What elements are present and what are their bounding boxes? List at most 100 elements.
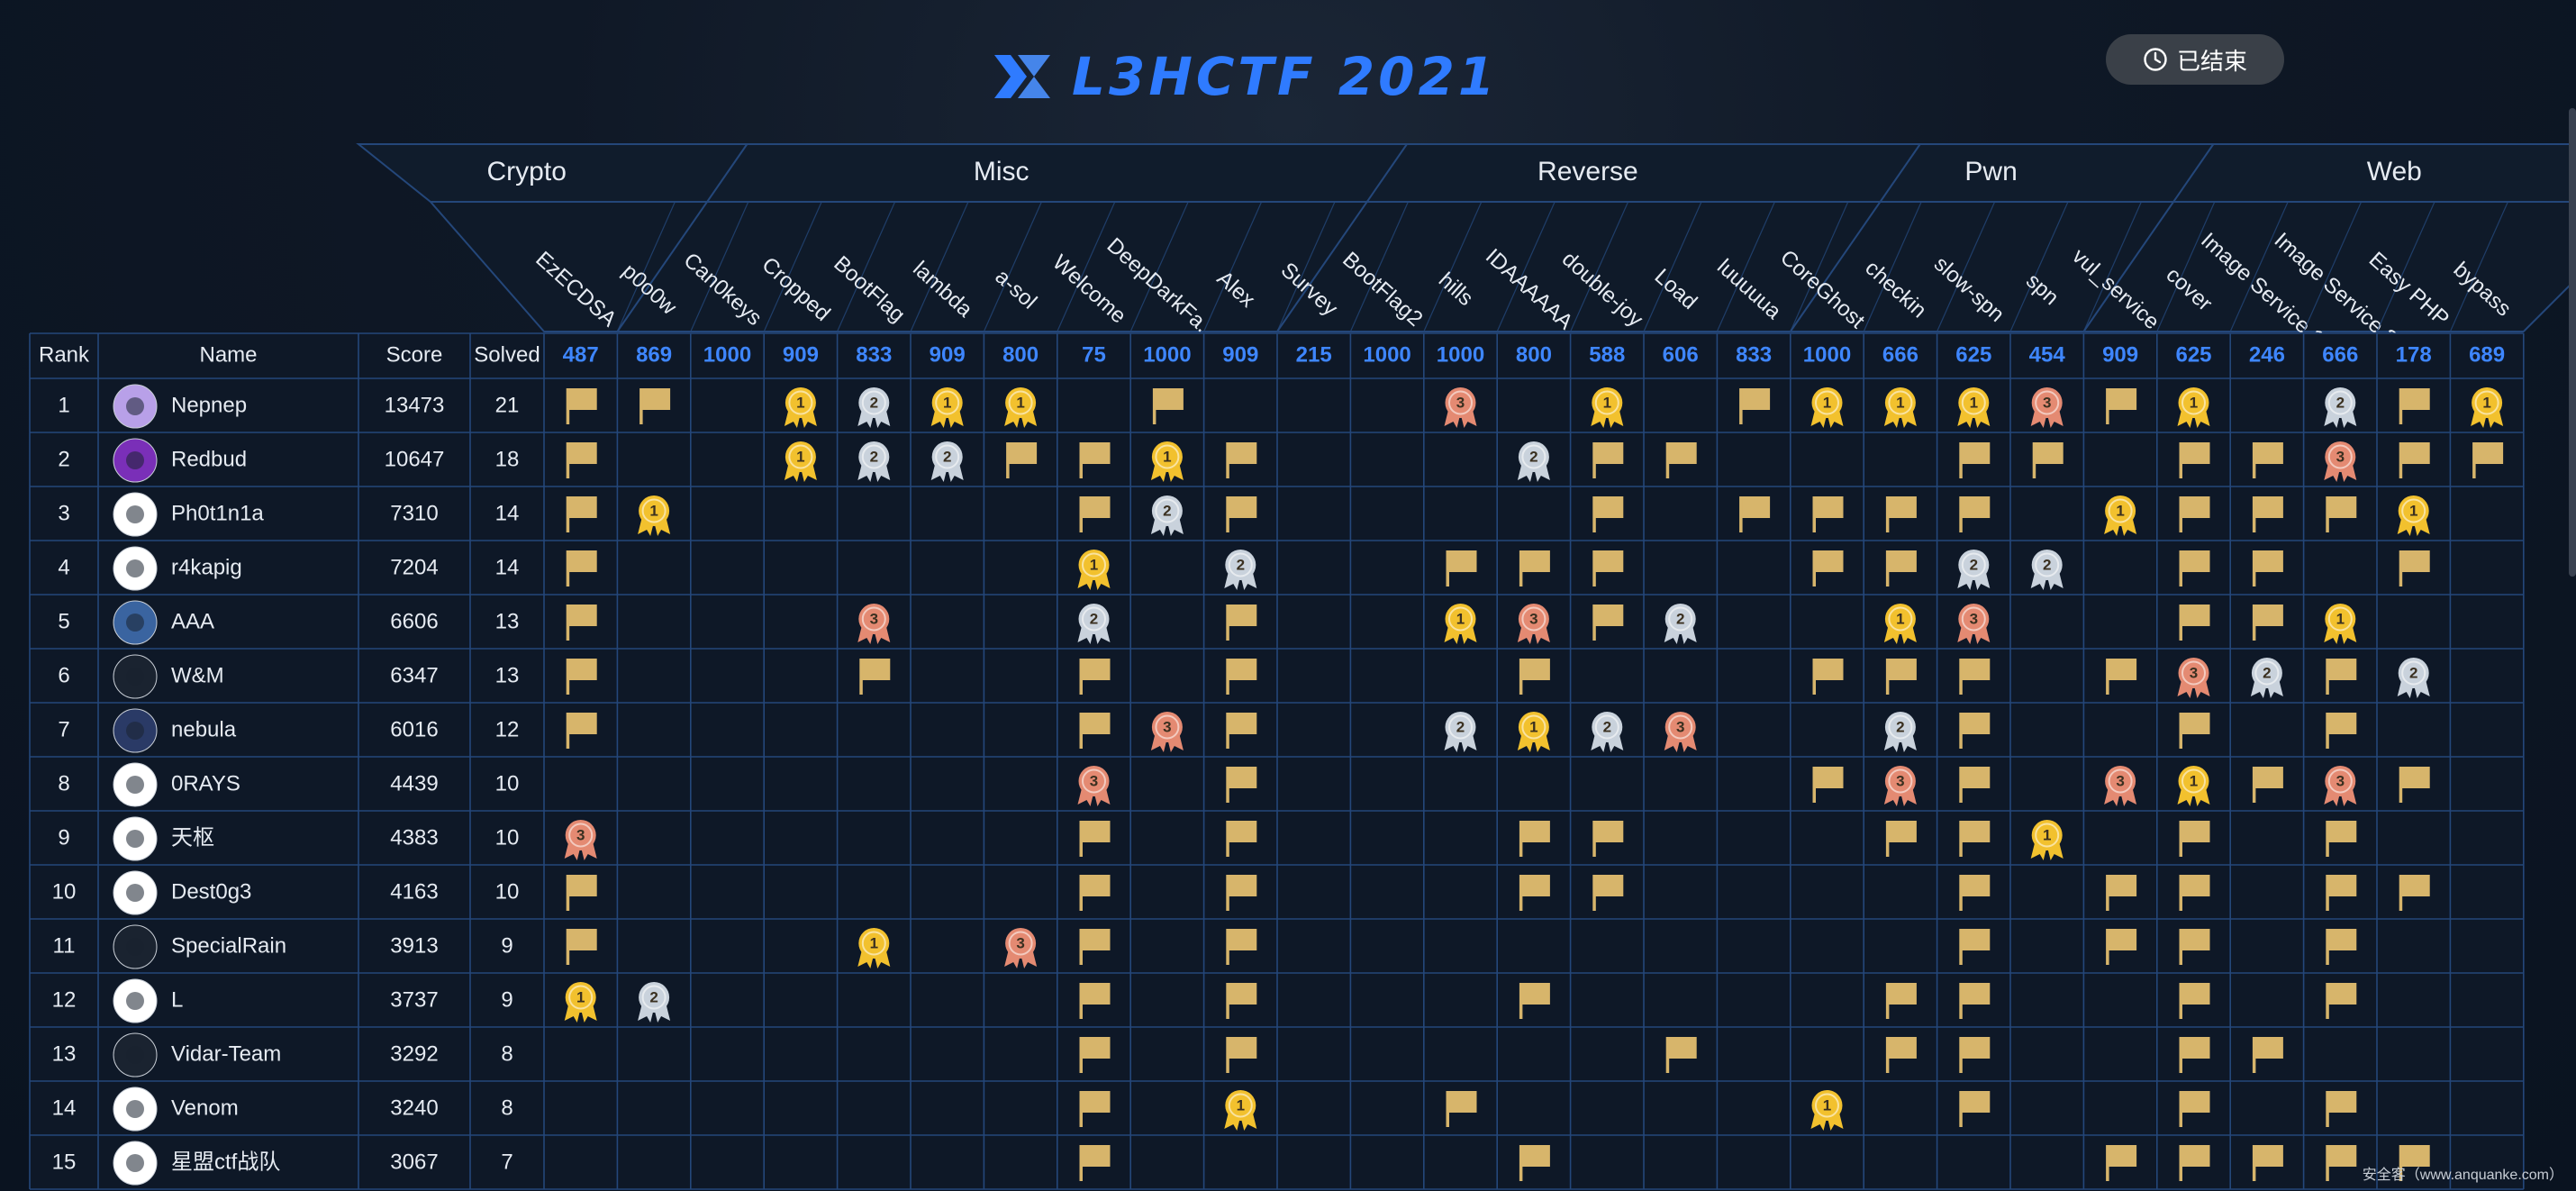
svg-text:1: 1 — [1529, 718, 1537, 735]
flag-icon — [1079, 1037, 1111, 1073]
svg-text:1: 1 — [796, 394, 804, 411]
team-rank: 5 — [58, 609, 69, 633]
medal-1-icon: 1 — [564, 982, 597, 1023]
flag-icon — [566, 496, 597, 532]
flag-icon — [1226, 767, 1257, 803]
svg-text:3: 3 — [1676, 718, 1684, 735]
svg-text:2: 2 — [2336, 394, 2345, 411]
status-button[interactable]: 已结束 — [2106, 34, 2284, 85]
challenge-divider — [763, 201, 822, 332]
flag-icon — [2252, 767, 2283, 803]
flag-icon — [1152, 388, 1184, 424]
flag-icon — [2179, 1145, 2210, 1181]
team-avatar — [113, 600, 158, 645]
svg-text:1: 1 — [2482, 394, 2490, 411]
team-avatar — [113, 870, 158, 915]
flag-icon — [1226, 983, 1257, 1019]
challenge-points: 75 — [1082, 342, 1106, 367]
challenge-points: 1000 — [1143, 342, 1191, 367]
flag-icon — [566, 713, 597, 749]
svg-text:3: 3 — [2116, 772, 2124, 789]
medal-1-icon: 1 — [2177, 387, 2210, 428]
flag-icon — [2399, 875, 2430, 911]
flag-icon — [1959, 659, 1991, 695]
challenge-points: 833 — [856, 342, 892, 367]
flag-icon — [1592, 821, 1624, 857]
svg-text:1: 1 — [2116, 502, 2124, 519]
team-solved: 14 — [495, 555, 520, 579]
team-rank: 15 — [52, 1150, 77, 1174]
flag-icon — [2106, 388, 2137, 424]
challenge-points: 666 — [2322, 342, 2358, 367]
challenge-divider — [1349, 201, 1409, 332]
team-rank: 9 — [58, 825, 69, 850]
flag-icon — [2326, 875, 2357, 911]
medal-3-icon: 3 — [1444, 387, 1477, 428]
team-rank: 3 — [58, 501, 69, 525]
team-avatar — [113, 654, 158, 699]
svg-text:1: 1 — [870, 934, 878, 951]
category-label-misc: Misc — [974, 157, 1029, 186]
flag-icon — [2326, 821, 2357, 857]
svg-text:1: 1 — [2336, 610, 2345, 627]
team-solved: 8 — [501, 1096, 512, 1120]
flag-icon — [2326, 983, 2357, 1019]
medal-2-icon: 2 — [2324, 387, 2357, 428]
svg-text:1: 1 — [1237, 1096, 1245, 1114]
flag-icon — [2326, 713, 2357, 749]
medal-3-icon: 3 — [2324, 766, 2357, 806]
flag-icon — [2179, 713, 2210, 749]
flag-icon — [2032, 442, 2064, 478]
category-label-pwn: Pwn — [1964, 157, 2017, 186]
challenge-points: 625 — [2175, 342, 2211, 367]
team-name: 0RAYS — [171, 771, 240, 796]
challenge-divider — [1276, 201, 1336, 332]
svg-text:3: 3 — [1090, 772, 1098, 789]
challenge-points: 215 — [1296, 342, 1332, 367]
x-logo-icon — [994, 55, 1050, 98]
flag-icon — [2179, 605, 2210, 641]
team-solved: 21 — [495, 393, 520, 417]
scrollbar[interactable] — [2569, 108, 2576, 577]
svg-text:1: 1 — [1896, 394, 1904, 411]
team-score: 4163 — [390, 879, 438, 904]
svg-text:2: 2 — [1456, 718, 1465, 735]
team-rank: 1 — [58, 393, 69, 417]
svg-text:2: 2 — [1676, 610, 1684, 627]
svg-text:3: 3 — [2043, 394, 2051, 411]
challenge-divider — [2082, 201, 2142, 332]
flag-icon — [1519, 875, 1550, 911]
flag-icon — [1959, 929, 1991, 965]
team-solved: 13 — [495, 609, 520, 633]
svg-text:1: 1 — [796, 448, 804, 465]
svg-text:1: 1 — [1896, 610, 1904, 627]
challenge-divider — [1643, 201, 1702, 332]
flag-icon — [2472, 442, 2504, 478]
flag-icon — [1226, 875, 1257, 911]
svg-text:3: 3 — [1016, 934, 1024, 951]
medal-1-icon: 1 — [2471, 387, 2504, 428]
challenge-divider — [1057, 201, 1116, 332]
svg-text:2: 2 — [649, 988, 658, 1005]
flag-icon — [1226, 1037, 1257, 1073]
flag-icon — [2399, 388, 2430, 424]
challenge-points: 1000 — [1803, 342, 1851, 367]
challenge-divider — [2449, 201, 2508, 332]
medal-2-icon: 2 — [2030, 550, 2064, 590]
challenge-divider — [1570, 201, 1629, 332]
challenge-divider — [616, 201, 676, 332]
header-solved: Solved — [474, 342, 540, 367]
medal-2-icon: 2 — [1883, 712, 1917, 752]
team-name: Dest0g3 — [171, 879, 251, 904]
svg-text:3: 3 — [2336, 772, 2345, 789]
team-avatar — [113, 1141, 158, 1186]
flag-icon — [2326, 1091, 2357, 1127]
flag-icon — [1079, 1145, 1111, 1181]
medal-1-icon: 1 — [857, 928, 891, 968]
flag-icon — [1226, 496, 1257, 532]
flag-icon — [2399, 767, 2430, 803]
svg-text:1: 1 — [943, 394, 951, 411]
flag-icon — [2179, 442, 2210, 478]
team-name: 星盟ctf战队 — [171, 1150, 280, 1174]
